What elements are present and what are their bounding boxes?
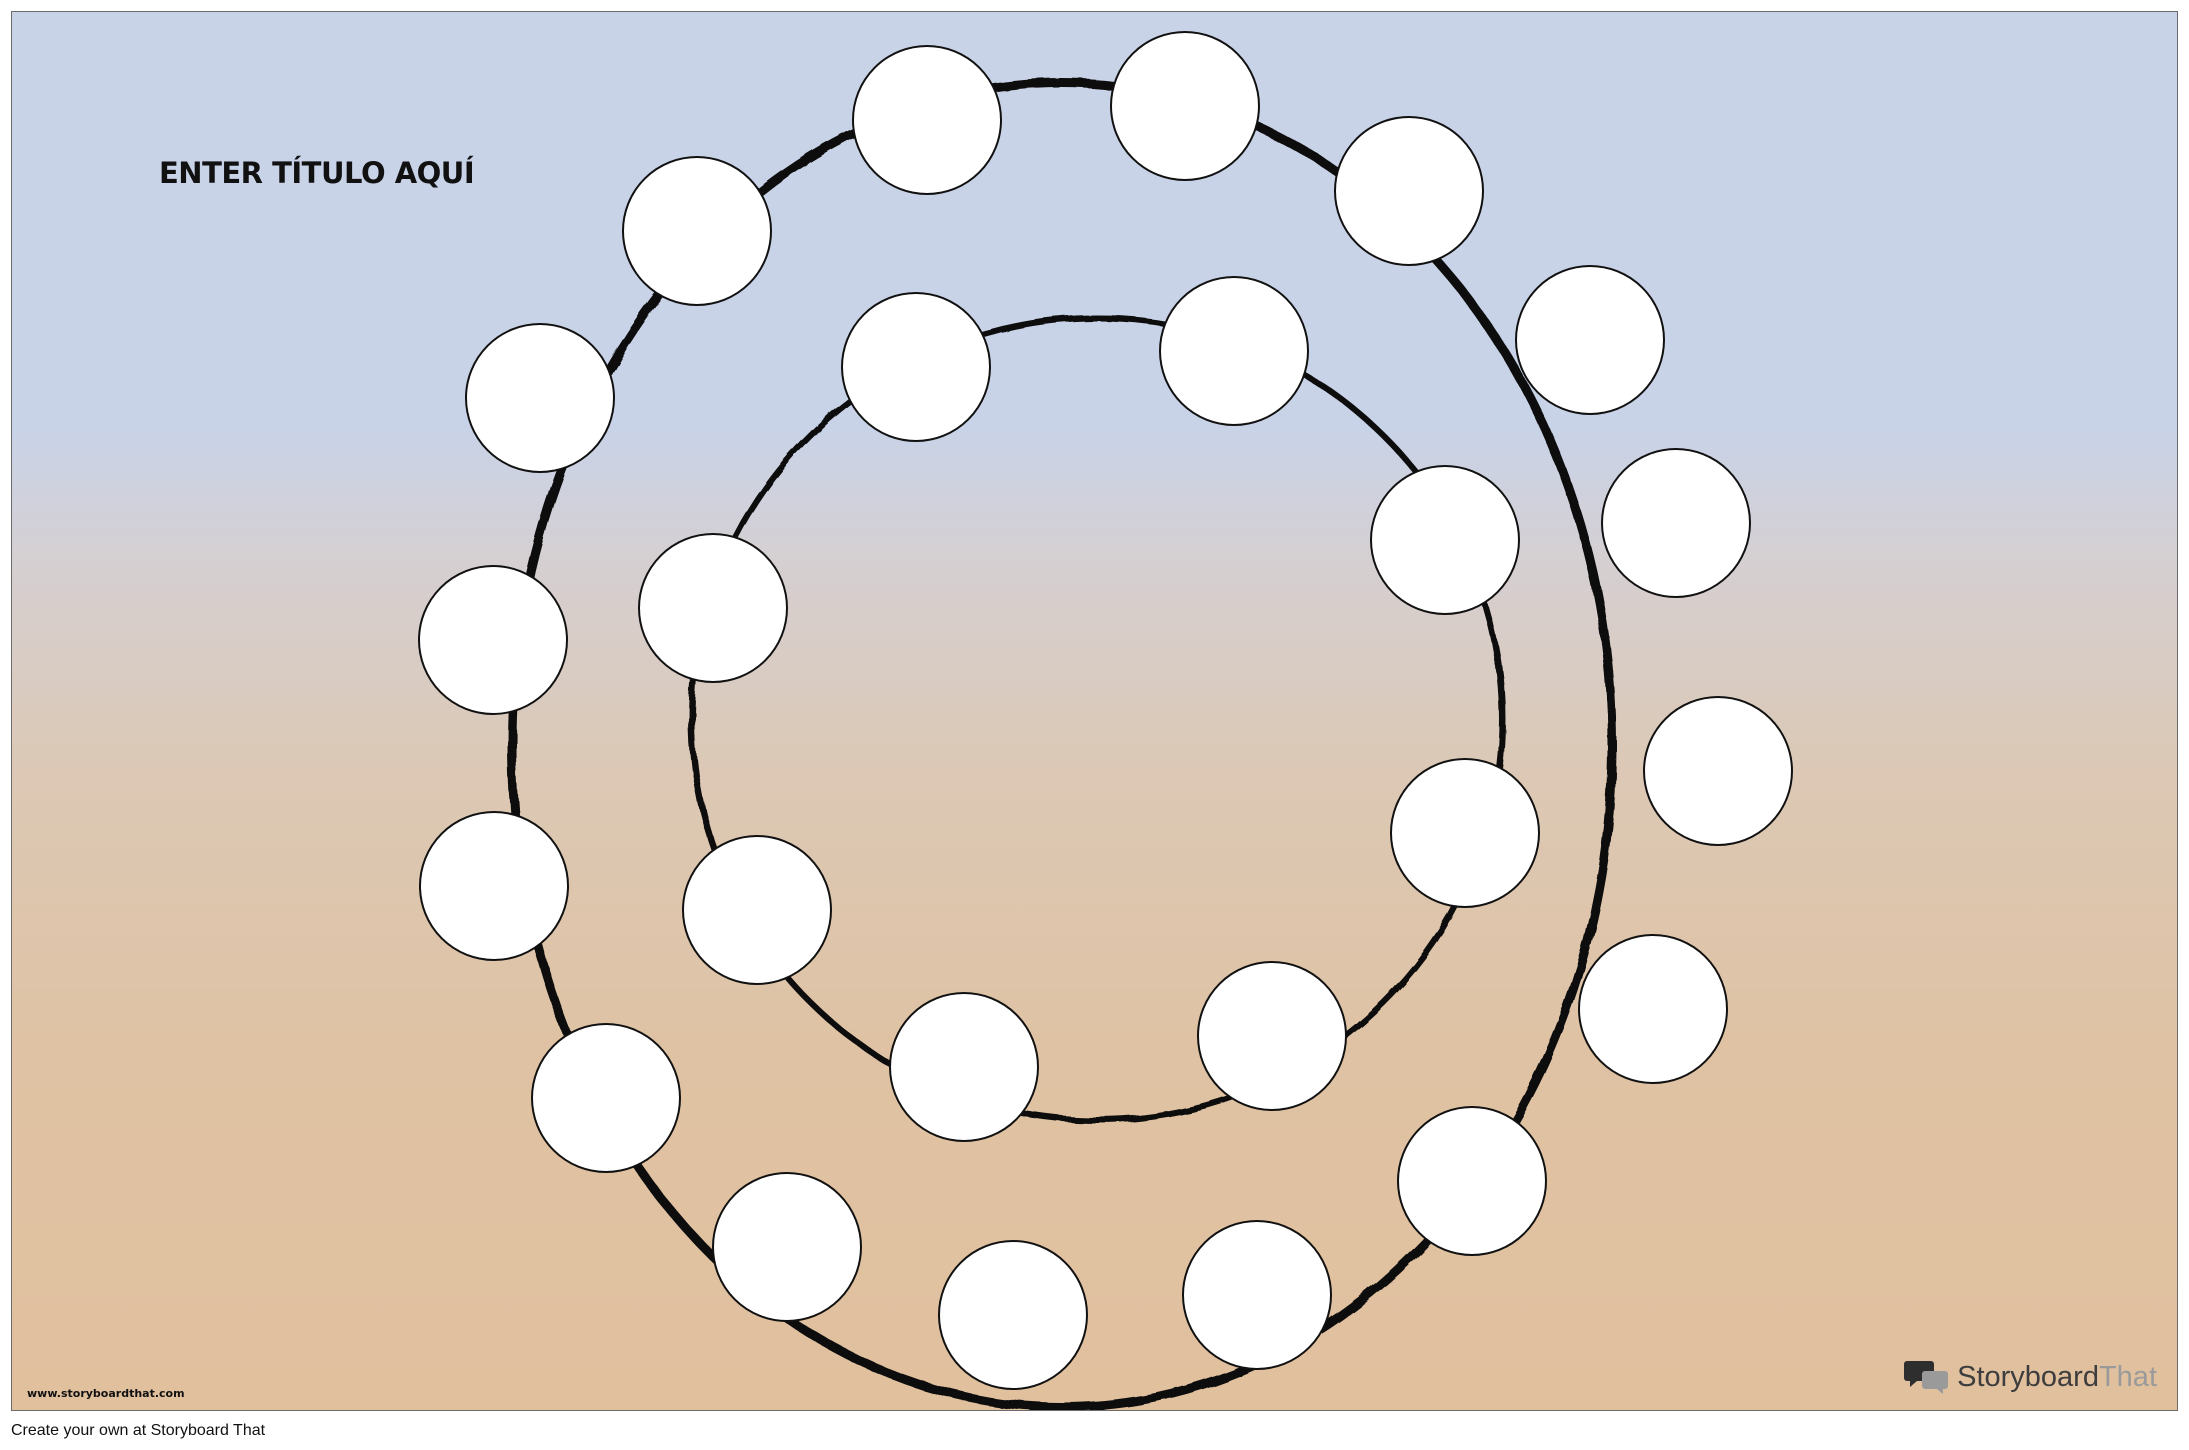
brand-wordmark: StoryboardThat bbox=[1957, 1361, 2157, 1394]
concentric-rings-diagram bbox=[418, 31, 1793, 1410]
empty-circle-9[interactable] bbox=[1182, 1220, 1332, 1370]
footer-note: Create your own at Storyboard That bbox=[11, 1422, 266, 1439]
brand-name-dark: Storyboard bbox=[1957, 1360, 2099, 1393]
empty-circle-16[interactable] bbox=[622, 156, 772, 306]
empty-circle-11[interactable] bbox=[712, 1172, 862, 1322]
empty-circle-6[interactable] bbox=[1643, 696, 1793, 846]
empty-circle-24[interactable] bbox=[638, 533, 788, 683]
empty-circle-14[interactable] bbox=[418, 565, 568, 715]
empty-circle-10[interactable] bbox=[938, 1240, 1088, 1390]
site-url: www.storyboardthat.com bbox=[27, 1387, 185, 1400]
empty-circle-20[interactable] bbox=[1390, 758, 1540, 908]
page-title[interactable]: ENTER TÍTULO AQUÍ bbox=[159, 156, 475, 190]
empty-circle-21[interactable] bbox=[1197, 961, 1347, 1111]
empty-circle-23[interactable] bbox=[682, 835, 832, 985]
empty-circle-13[interactable] bbox=[419, 811, 569, 961]
empty-circle-18[interactable] bbox=[1159, 276, 1309, 426]
empty-circle-19[interactable] bbox=[1370, 465, 1520, 615]
empty-circle-17[interactable] bbox=[841, 292, 991, 442]
empty-circle-15[interactable] bbox=[465, 323, 615, 473]
empty-circle-1[interactable] bbox=[852, 45, 1002, 195]
empty-circle-7[interactable] bbox=[1578, 934, 1728, 1084]
empty-circle-4[interactable] bbox=[1515, 265, 1665, 415]
empty-circle-8[interactable] bbox=[1397, 1106, 1547, 1256]
outer-ring bbox=[507, 78, 1617, 1410]
empty-circle-22[interactable] bbox=[889, 992, 1039, 1142]
empty-circle-3[interactable] bbox=[1334, 116, 1484, 266]
empty-circle-2[interactable] bbox=[1110, 31, 1260, 181]
worksheet-canvas: ENTER TÍTULO AQUÍ www.storyboardthat.com… bbox=[11, 11, 2178, 1411]
empty-circle-12[interactable] bbox=[531, 1023, 681, 1173]
inner-ring bbox=[689, 315, 1505, 1123]
empty-circle-5[interactable] bbox=[1601, 448, 1751, 598]
speech-bubbles-icon bbox=[1904, 1361, 1949, 1394]
brand-name-light: That bbox=[2098, 1360, 2157, 1393]
storyboardthat-logo: StoryboardThat bbox=[1903, 1358, 2157, 1396]
